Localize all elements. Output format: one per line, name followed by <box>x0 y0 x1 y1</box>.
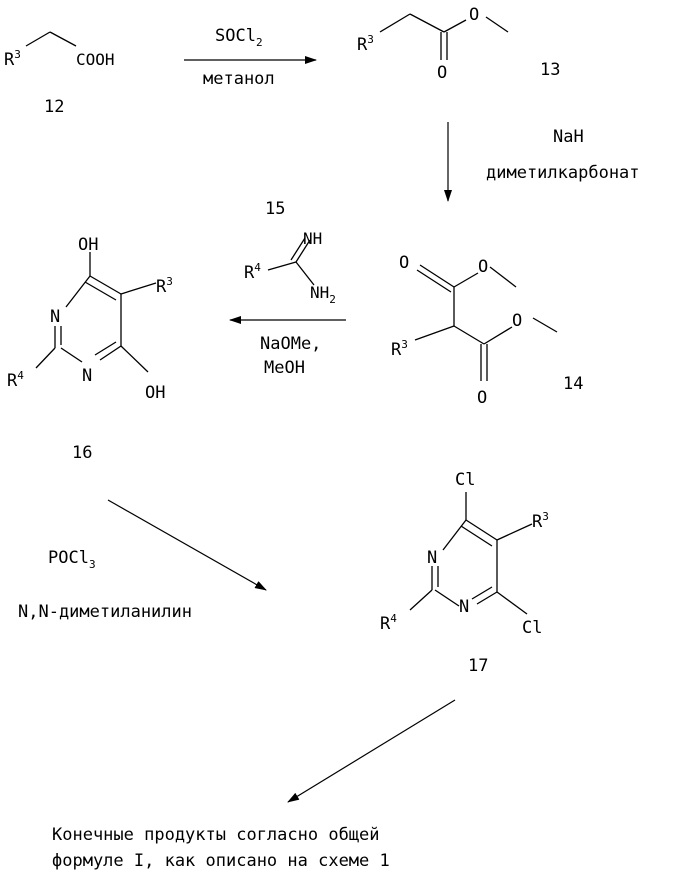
final-products-line1: Конечные продукты согласно общей <box>52 825 380 845</box>
step4-reagent-subscript: 3 <box>89 558 96 571</box>
r4-superscript: 4 <box>390 612 397 625</box>
step4-arrow <box>108 500 266 590</box>
svg-text:SOCl2: SOCl2 <box>215 26 263 49</box>
step3-solvent: MeOH <box>264 358 305 378</box>
ring-nitrogen: N <box>427 548 437 568</box>
step3-base: NaOMe, <box>260 334 321 354</box>
step1-reagent: SOCl <box>215 26 256 46</box>
ring-nitrogen: N <box>82 366 92 386</box>
step4-reagent: POCl <box>48 548 89 568</box>
compound-13-number: 13 <box>540 60 560 80</box>
compound-12-number: 12 <box>44 97 64 117</box>
compound-16: OH OH N N R3 R4 16 <box>7 235 173 463</box>
step1-reagent-subscript: 2 <box>256 36 263 49</box>
step4-base: N,N-диметиланилин <box>18 602 192 622</box>
compound-14: O O O O R3 14 <box>391 253 583 408</box>
carbonyl-oxygen: O <box>477 388 487 408</box>
compound-15: 15 R4 NH NH2 <box>244 199 336 306</box>
ester-oxygen: O <box>478 257 488 277</box>
carbonyl-oxygen: O <box>399 253 409 273</box>
carbonyl-oxygen: O <box>437 63 447 83</box>
compound-15-number: 15 <box>265 199 285 219</box>
svg-text:R4: R4 <box>244 261 261 283</box>
step1-arrow-group: SOCl2 метанол <box>184 26 316 89</box>
final-arrow <box>288 700 455 802</box>
r-group-superscript: 3 <box>14 48 21 61</box>
hydroxyl-label: OH <box>78 235 98 255</box>
step3-arrow-group: NaOMe, MeOH <box>230 320 346 378</box>
compound-17: Cl Cl N N R3 R4 17 <box>380 470 549 676</box>
compound-13: R3 O O 13 <box>357 5 560 83</box>
svg-text:R3: R3 <box>357 33 374 55</box>
hydroxyl-label: OH <box>145 383 165 403</box>
r3-superscript: 3 <box>542 510 549 523</box>
compound-14-number: 14 <box>563 374 583 394</box>
amine-label: NH <box>310 283 329 302</box>
step1-solvent: метанол <box>203 69 275 89</box>
step2-arrow-group: NaH диметилкарбонат <box>448 122 640 201</box>
chloro-label: Cl <box>522 618 542 638</box>
cooh-label: COOH <box>76 50 115 69</box>
svg-text:NH2: NH2 <box>310 283 336 306</box>
chloro-label: Cl <box>455 470 475 490</box>
svg-text:POCl3: POCl3 <box>48 548 96 571</box>
svg-text:R3: R3 <box>391 338 408 360</box>
step2-reagent: диметилкарбонат <box>486 163 640 183</box>
svg-text:R3: R3 <box>532 510 549 532</box>
svg-text:R3: R3 <box>156 275 173 297</box>
compound-17-number: 17 <box>468 656 488 676</box>
compound-12: R3 COOH 12 <box>4 32 115 117</box>
svg-text:R4: R4 <box>7 369 24 391</box>
step4-arrow-group: POCl3 N,N-диметиланилин <box>18 500 266 622</box>
final-products-line2: формуле I, как описано на схеме 1 <box>52 851 390 871</box>
ring-nitrogen: N <box>50 307 60 327</box>
final-products-text: Конечные продукты согласно общей формуле… <box>52 825 390 871</box>
step2-base: NaH <box>553 127 584 147</box>
amine-subscript: 2 <box>329 293 336 306</box>
compound-16-number: 16 <box>72 443 92 463</box>
ester-oxygen: O <box>512 311 522 331</box>
ring-nitrogen: N <box>459 597 469 617</box>
imine-label: NH <box>303 229 322 248</box>
svg-text:R4: R4 <box>380 612 397 634</box>
r-group-superscript: 4 <box>254 261 261 274</box>
r3-superscript: 3 <box>166 275 173 288</box>
r4-superscript: 4 <box>17 369 24 382</box>
r-group-superscript: 3 <box>401 338 408 351</box>
ester-oxygen: O <box>469 5 479 25</box>
svg-text:R3: R3 <box>4 48 21 70</box>
r-group-superscript: 3 <box>367 33 374 46</box>
